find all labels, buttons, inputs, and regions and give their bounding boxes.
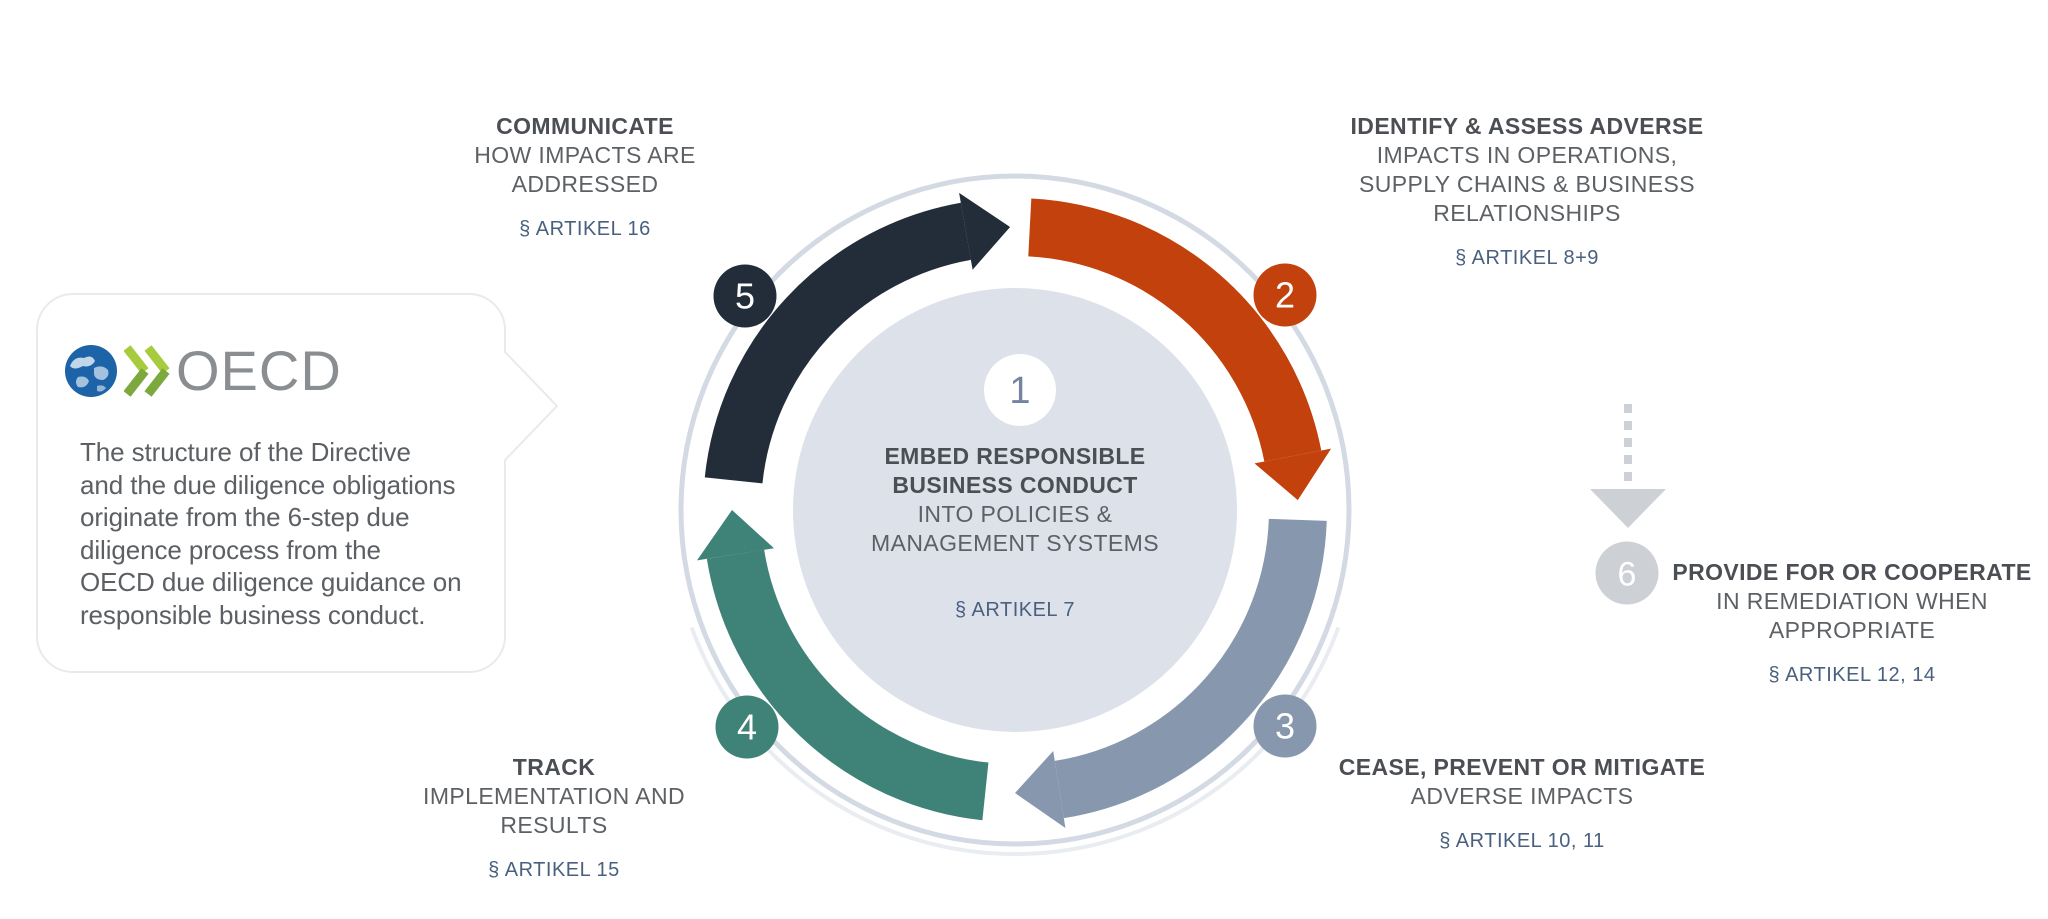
step4-label: TRACK IMPLEMENTATION AND RESULTS § ARTIK…: [354, 753, 754, 885]
step1-label: EMBED RESPONSIBLE BUSINESS CONDUCT INTO …: [815, 442, 1215, 625]
step6-artikel: § ARTIKEL 12, 14: [1768, 664, 1936, 686]
bubble-line: The structure of the Directive: [80, 437, 411, 467]
step3-line: ADVERSE IMPACTS: [1410, 783, 1634, 809]
step5-title: COMMUNICATE: [496, 113, 674, 139]
badge-step5-number: 5: [735, 276, 755, 317]
arc-arrow-step5-dark: [704, 192, 1011, 484]
speech-bubble-shape: [36, 293, 559, 673]
step1-line: INTO POLICIES &: [917, 501, 1113, 527]
step3-label: CEASE, PREVENT OR MITIGATE ADVERSE IMPAC…: [1322, 753, 1722, 856]
badge-step3-number: 3: [1275, 706, 1295, 747]
step5-artikel: § ARTIKEL 16: [519, 218, 651, 240]
step1-line: MANAGEMENT SYSTEMS: [871, 530, 1159, 556]
step6-line: APPROPRIATE: [1768, 617, 1936, 643]
arc-arrow-step2-orange: [1027, 198, 1332, 501]
step3-artikel: § ARTIKEL 10, 11: [1439, 830, 1605, 852]
arc-arrow-step3-blue: [1015, 518, 1327, 828]
bubble-paragraph: The structure of the Directive and the d…: [80, 436, 510, 631]
bubble-line: responsible business conduct.: [80, 599, 426, 630]
step2-title: IDENTIFY & ASSESS ADVERSE: [1350, 113, 1704, 139]
badge-step6-number: 6: [1618, 556, 1637, 594]
step4-artikel: § ARTIKEL 15: [488, 859, 620, 881]
step3-title: CEASE, PREVENT OR MITIGATE: [1338, 754, 1706, 780]
badge-step4-number: 4: [737, 707, 757, 748]
step2-line: IMPACTS IN OPERATIONS,: [1376, 142, 1678, 168]
badge-step5: 5: [713, 264, 777, 328]
step1-title: EMBED RESPONSIBLE: [884, 443, 1146, 469]
oecd-chevrons-icon: [124, 345, 170, 397]
step5-label: COMMUNICATE HOW IMPACTS ARE ADDRESSED § …: [385, 112, 785, 244]
badge-step3: 3: [1253, 694, 1317, 758]
badge-step4: 4: [715, 695, 779, 759]
badge-step1-number: 1: [1009, 370, 1030, 412]
step6-line: IN REMEDIATION WHEN: [1716, 588, 1988, 614]
badge-step2-number: 2: [1275, 275, 1295, 316]
step2-line: RELATIONSHIPS: [1433, 200, 1621, 226]
step6-label: PROVIDE FOR OR COOPERATE IN REMEDIATION …: [1652, 558, 2048, 690]
bubble-line: OECD due diligence guidance on: [80, 567, 462, 597]
step2-label: IDENTIFY & ASSESS ADVERSE IMPACTS IN OPE…: [1327, 112, 1727, 273]
bubble-line: originate from the 6-step due: [80, 502, 410, 532]
outer-ring: [678, 173, 1352, 847]
step5-line: ADDRESSED: [511, 171, 659, 197]
badge-step1: 1: [984, 354, 1056, 426]
arc-arrow-step4-teal: [697, 510, 989, 821]
step4-line: RESULTS: [500, 812, 608, 838]
step5-line: HOW IMPACTS ARE: [474, 142, 696, 168]
badge-step2: 2: [1253, 263, 1317, 327]
step1-artikel: § ARTIKEL 7: [954, 599, 1075, 621]
dashed-down-arrow: [1590, 404, 1666, 528]
oecd-wordmark: OECD: [176, 339, 342, 402]
bubble-line: and the due diligence obligations: [80, 469, 456, 500]
oecd-logo: OECD: [64, 342, 342, 400]
step2-line: SUPPLY CHAINS & BUSINESS: [1359, 171, 1695, 197]
step6-title: PROVIDE FOR OR COOPERATE: [1672, 559, 2032, 585]
step2-artikel: § ARTIKEL 8+9: [1455, 247, 1599, 269]
step4-title: TRACK: [512, 754, 596, 780]
step1-title: BUSINESS CONDUCT: [892, 472, 1138, 498]
globe-icon: [65, 345, 117, 397]
inner-circle: [793, 288, 1237, 732]
bubble-line: diligence process from the: [80, 534, 381, 565]
badge-step6: 6: [1595, 541, 1659, 605]
step4-line: IMPLEMENTATION AND: [423, 783, 685, 809]
